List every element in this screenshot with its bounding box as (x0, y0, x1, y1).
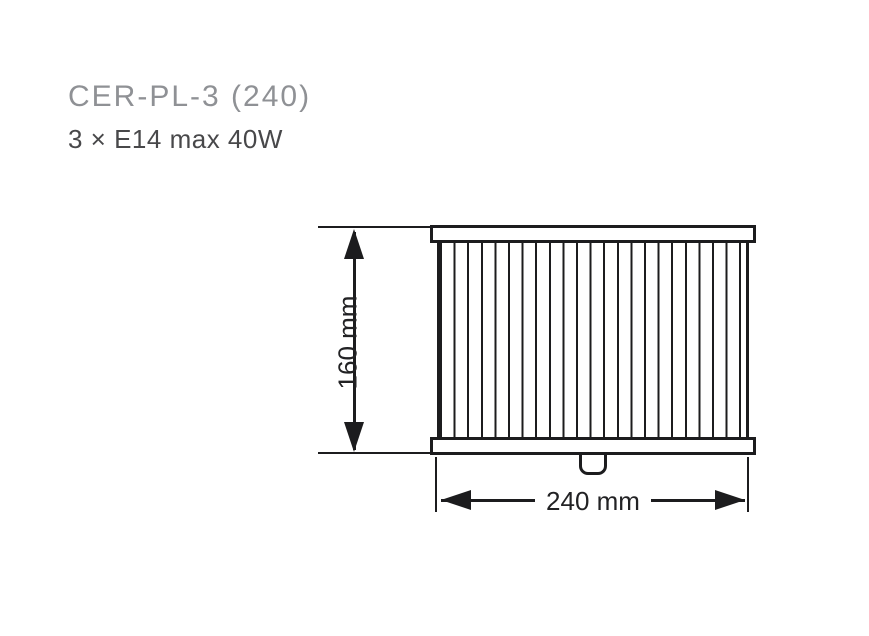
product-title: CER-PL-3 (240) (68, 80, 312, 113)
extension-line-bottom (318, 452, 430, 454)
lamp-pleated-shade (437, 243, 749, 437)
height-dimension-line (353, 232, 356, 450)
extension-line-left (435, 457, 437, 512)
arrow-up-icon (344, 229, 364, 259)
width-dimension-label: 240 mm (535, 485, 651, 517)
lamp-bottom-rim (430, 437, 756, 455)
lamp-finial (579, 455, 607, 475)
arrow-right-icon (715, 490, 745, 510)
lamp-top-rim (430, 225, 756, 243)
extension-line-right (747, 457, 749, 512)
arrow-down-icon (344, 422, 364, 452)
product-bulb-spec: 3 × E14 max 40W (68, 124, 283, 154)
arrow-left-icon (441, 490, 471, 510)
height-dimension-label: 160 mm (332, 295, 363, 390)
extension-line-top (318, 226, 430, 228)
